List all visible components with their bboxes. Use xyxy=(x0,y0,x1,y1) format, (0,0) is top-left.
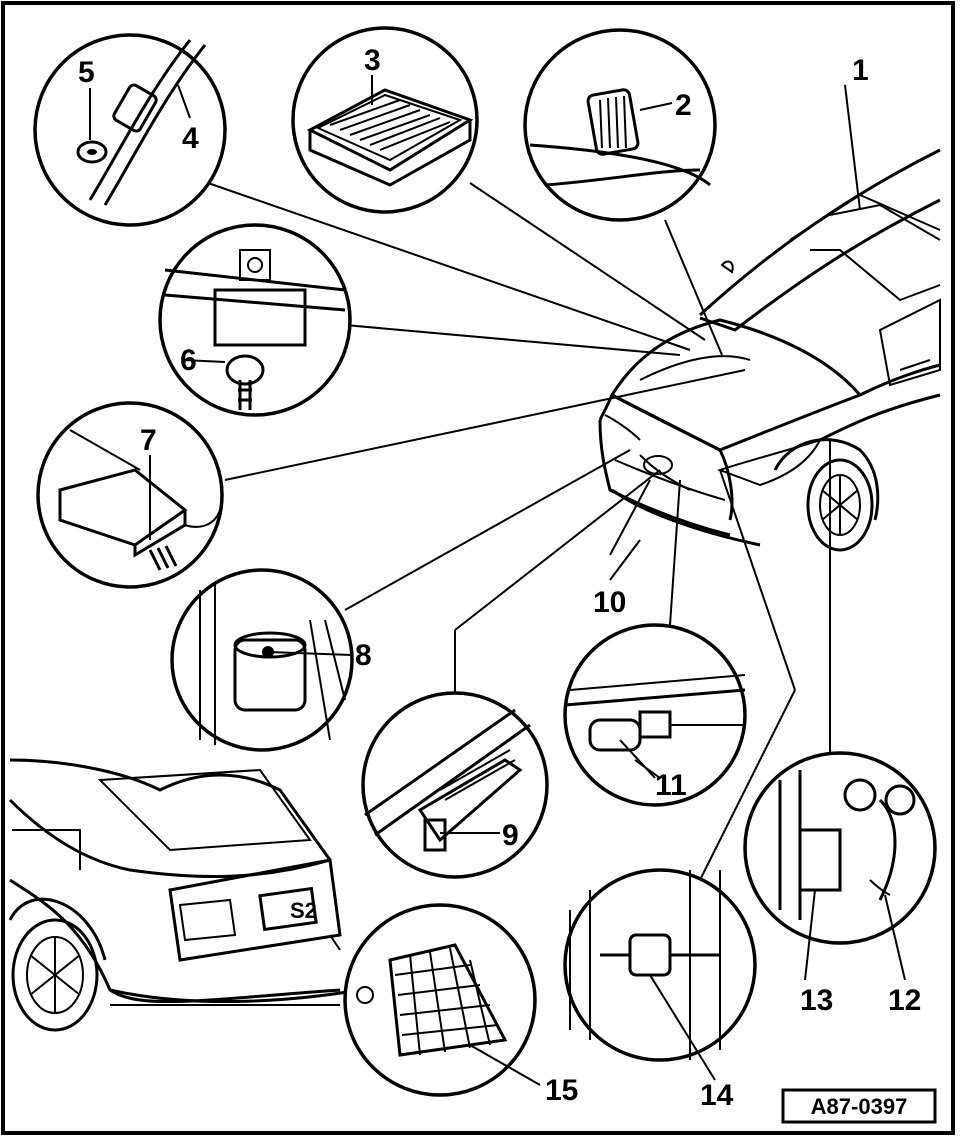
rear-plate-text: S2 xyxy=(290,898,317,923)
callout-7: 7 xyxy=(140,424,157,457)
detail-circle-4-5 xyxy=(33,33,227,227)
detail-circle-15 xyxy=(343,903,537,1097)
detail-circle-3 xyxy=(291,26,479,214)
callout-ticks xyxy=(89,75,906,1086)
callout-3: 3 xyxy=(364,44,381,77)
callout-10: 10 xyxy=(593,586,626,619)
detail-circle-11 xyxy=(563,623,747,807)
callout-8: 8 xyxy=(355,639,372,672)
callout-14: 14 xyxy=(700,1079,734,1112)
callout-1: 1 xyxy=(852,54,869,87)
callout-12: 12 xyxy=(888,984,921,1017)
detail-circle-9 xyxy=(361,691,549,879)
detail-circle-6 xyxy=(158,223,352,417)
front-car-illustration xyxy=(598,148,941,552)
callout-13: 13 xyxy=(800,984,833,1017)
reference-code-box: A87-0397 xyxy=(781,1088,937,1124)
callout-9: 9 xyxy=(502,819,519,852)
callout-2: 2 xyxy=(675,89,692,122)
detail-circle-14 xyxy=(563,868,757,1062)
detail-circle-12-13 xyxy=(743,751,937,945)
detail-circle-2 xyxy=(523,28,717,222)
callout-11: 11 xyxy=(655,769,687,802)
leader-lines xyxy=(110,84,861,1006)
reference-code: A87-0397 xyxy=(811,1094,908,1119)
detail-circle-8 xyxy=(170,568,354,752)
callout-5: 5 xyxy=(78,56,95,89)
rear-car-illustration xyxy=(8,758,361,1032)
callout-15: 15 xyxy=(545,1074,578,1107)
callout-4: 4 xyxy=(182,122,199,155)
detail-circle-7 xyxy=(36,401,224,589)
